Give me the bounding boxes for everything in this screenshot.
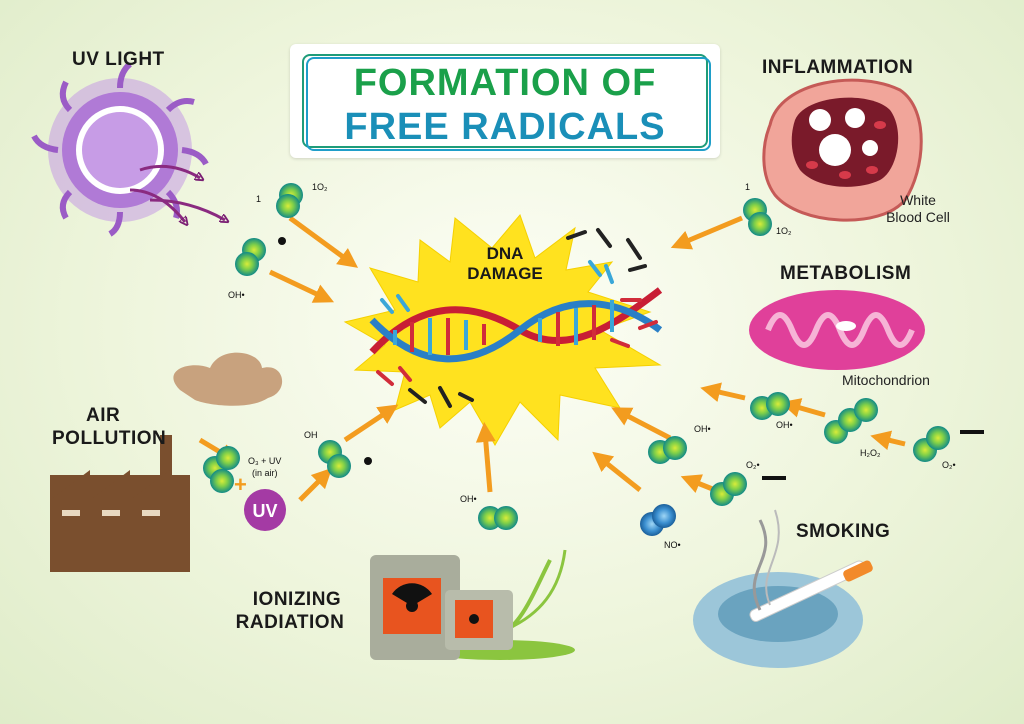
title-frame bbox=[302, 54, 708, 148]
ionizing-hydroxyl: OH• bbox=[460, 494, 477, 504]
title-box: FORMATION OF FREE RADICALS bbox=[290, 44, 720, 158]
uv-light-label: UV LIGHT bbox=[72, 49, 165, 70]
dna-damage-line-1: DNA bbox=[486, 244, 524, 263]
ionizing-radiation-label: IONIZING RADIATION bbox=[236, 588, 352, 634]
formation-arrows bbox=[198, 215, 906, 502]
title-line-1: FORMATION OF bbox=[353, 62, 657, 104]
smoking-hydroxyl: OH• bbox=[694, 424, 711, 434]
ionizing-line-1: IONIZING bbox=[252, 589, 342, 610]
smoking-label: SMOKING bbox=[796, 521, 891, 542]
dna-damage-burst bbox=[343, 214, 662, 446]
ashtray bbox=[693, 509, 873, 668]
uv-hydroxyl: OH• bbox=[228, 290, 245, 300]
white-blood-cell-line-1: White bbox=[900, 192, 936, 208]
uv-singlet-prefix: 1 bbox=[256, 194, 262, 204]
uv-badge-label: UV bbox=[252, 501, 278, 521]
metabolism-label: METABOLISM bbox=[780, 263, 912, 284]
dna-damage-line-2: DAMAGE bbox=[467, 264, 543, 283]
inflammation-label: INFLAMMATION bbox=[762, 57, 914, 78]
mitochondrion-label: Mitochondrion bbox=[842, 372, 930, 388]
radioactive-barrels bbox=[370, 549, 575, 660]
metabolism-hydrogen-peroxide: H₂O₂ bbox=[860, 448, 881, 458]
mitochondrion-shape bbox=[749, 290, 925, 370]
svg-text:+: + bbox=[234, 472, 247, 497]
title-frame-offset bbox=[306, 57, 711, 151]
air-reaction-line-2: (in air) bbox=[252, 468, 278, 478]
white-blood-cell-line-2: Blood Cell bbox=[886, 209, 950, 225]
metabolism-hydroxyl: OH• bbox=[776, 420, 793, 430]
dna-damage-label: DNA DAMAGE bbox=[450, 244, 560, 284]
uv-singlet-oxygen: 1O₂ bbox=[312, 182, 328, 192]
inflammation-singlet-oxygen: 1O₂ bbox=[776, 226, 792, 236]
air-pollution-line-2: POLLUTION bbox=[52, 428, 167, 449]
air-pollution-label: AIR POLLUTION bbox=[52, 404, 166, 450]
dna-fragments bbox=[376, 228, 658, 408]
uv-badge: + bbox=[234, 472, 286, 531]
air-pollution-line-1: AIR bbox=[86, 405, 121, 426]
title-line-2: FREE RADICALS bbox=[344, 106, 666, 148]
inflammation-tissue bbox=[762, 78, 923, 222]
smoking-nitric-oxide: NO• bbox=[664, 540, 681, 550]
air-reaction-line-1: O₃ + UV bbox=[248, 456, 282, 466]
ionizing-line-2: RADIATION bbox=[235, 612, 345, 633]
dna-helix bbox=[369, 287, 663, 363]
uv-sun bbox=[31, 61, 225, 237]
molecules bbox=[203, 183, 984, 536]
white-blood-cell-label: White Blood Cell bbox=[878, 192, 958, 226]
smoking-superoxide: O₂• bbox=[746, 460, 760, 470]
air-hydroxyl: OH bbox=[304, 430, 318, 440]
metabolism-superoxide: O₂• bbox=[942, 460, 956, 470]
factory bbox=[50, 352, 283, 572]
inflammation-singlet-prefix: 1 bbox=[745, 182, 751, 192]
